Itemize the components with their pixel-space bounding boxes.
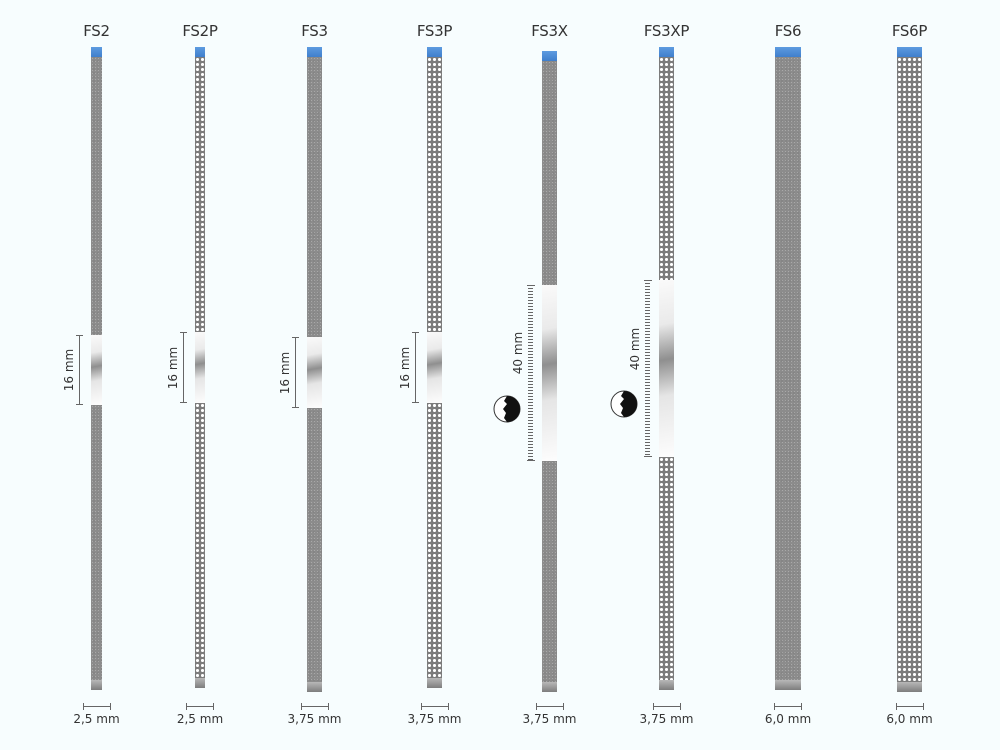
strip-end (307, 682, 322, 692)
non-abrasive-section (195, 332, 205, 403)
strip-end (775, 680, 801, 690)
abrasive-section-lower (195, 403, 205, 678)
width-label: 3,75 mm (407, 712, 462, 726)
strip-title: FS6 (774, 22, 802, 40)
blue-handle-cap (542, 51, 557, 61)
file-strip-fs3p (427, 47, 442, 688)
abrasive-section-lower (427, 403, 442, 678)
strip-title: FS3P (416, 22, 453, 40)
strip-end (659, 680, 674, 690)
file-strip-fs6p (897, 47, 922, 692)
width-label: 2,5 mm (176, 712, 224, 726)
width-dimension-line (186, 703, 214, 710)
strip-title: FS6P (891, 22, 928, 40)
file-strip-fs2p (195, 47, 205, 688)
gap-length-label: 16 mm (278, 351, 292, 394)
gap-length-label: 16 mm (398, 346, 412, 389)
gap-length-label: 40 mm (628, 327, 642, 370)
width-label: 3,75 mm (287, 712, 342, 726)
abrasive-section-upper (659, 57, 674, 280)
abrasive-section-lower (307, 408, 322, 682)
gap-length-dimension-line (180, 332, 187, 403)
file-strip-fs3 (307, 47, 322, 692)
width-label: 3,75 mm (639, 712, 694, 726)
blue-handle-cap (307, 47, 322, 57)
width-label: 3,75 mm (522, 712, 577, 726)
strip-end (542, 682, 557, 692)
width-label: 6,0 mm (886, 712, 933, 726)
abrasive-section (897, 57, 922, 682)
abrasive-section (775, 57, 801, 680)
blue-handle-cap (659, 47, 674, 57)
serrated-edge-icon (493, 395, 521, 423)
file-strip-fs2 (91, 47, 102, 690)
blue-handle-cap (91, 47, 102, 57)
blue-handle-cap (427, 47, 442, 57)
abrasive-section-upper (427, 57, 442, 332)
width-label: 2,5 mm (73, 712, 120, 726)
abrasive-section-lower (659, 457, 674, 680)
abrasive-section-upper (542, 61, 557, 285)
strip-end (91, 680, 102, 690)
width-dimension-line (82, 703, 111, 710)
blue-handle-cap (195, 47, 205, 57)
width-label: 6,0 mm (764, 712, 812, 726)
width-dimension-line (774, 703, 802, 710)
file-strip-fs6 (775, 47, 801, 690)
strip-title: FS2 (83, 22, 110, 40)
abrasive-section-upper (195, 57, 205, 332)
gap-length-dimension-line (292, 337, 299, 408)
serrated-edge-icon (610, 390, 638, 418)
non-abrasive-section (542, 285, 557, 461)
strip-end (427, 678, 442, 688)
non-abrasive-section (91, 335, 102, 405)
file-strip-fs3xp (659, 47, 674, 690)
abrasive-section-lower (542, 461, 557, 682)
strip-title: FS3 (301, 22, 328, 40)
strip-title: FS3X (531, 22, 568, 40)
width-dimension-line (895, 703, 924, 710)
gap-length-dimension-line (76, 335, 83, 405)
gap-length-dimension-line (527, 285, 535, 461)
file-strip-fs3x (542, 51, 557, 692)
non-abrasive-section (427, 332, 442, 403)
non-abrasive-section (307, 337, 322, 408)
strip-end (195, 678, 205, 688)
non-abrasive-section (659, 280, 674, 457)
gap-length-label: 40 mm (511, 331, 525, 375)
abrasive-section-upper (91, 57, 102, 335)
width-dimension-line (535, 703, 564, 710)
blue-handle-cap (897, 47, 922, 57)
blue-handle-cap (775, 47, 801, 57)
abrasive-section-upper (307, 57, 322, 337)
strip-title: FS3XP (643, 22, 690, 40)
width-dimension-line (652, 703, 681, 710)
width-dimension-line (420, 703, 449, 710)
strip-title: FS2P (182, 22, 218, 40)
strip-end (897, 682, 922, 692)
width-dimension-line (300, 703, 329, 710)
gap-length-dimension-line (412, 332, 419, 403)
gap-length-label: 16 mm (166, 346, 180, 389)
gap-length-dimension-line (644, 280, 652, 457)
gap-length-label: 16 mm (62, 348, 76, 392)
abrasive-section-lower (91, 405, 102, 680)
